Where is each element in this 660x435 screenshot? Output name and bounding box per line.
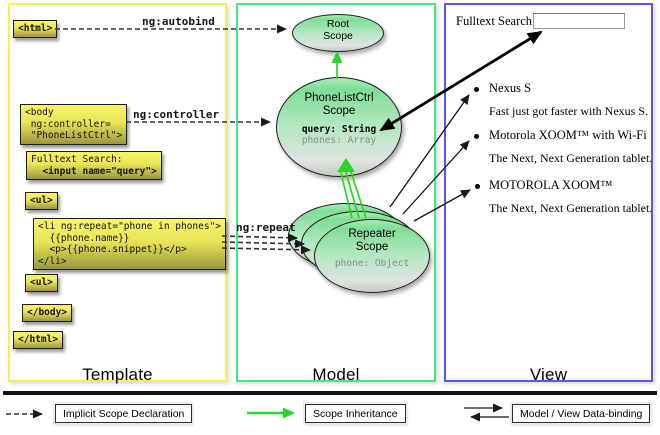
repeater-scope-name-2: Scope — [355, 241, 389, 253]
root-scope-name-2: Scope — [323, 30, 353, 42]
bullet-icon — [474, 134, 479, 139]
view-item-title: MOTOROLA XOOM™ — [489, 178, 613, 192]
view-item-title: Nexus S — [489, 81, 532, 95]
body-open-tag-box: <body ng:controller= "PhoneListCtrl"> — [20, 104, 128, 145]
legend-scope-inheritance-label: Scope Inheritance — [305, 404, 406, 423]
html-close-tag: </html> — [18, 334, 59, 345]
legend-divider — [3, 391, 657, 395]
li-repeat-line-1: <li ng:repeat="phone in phones"> — [38, 221, 222, 232]
body-close-tag: </body> — [27, 307, 68, 318]
phonelistctrl-scope-ellipse: PhoneListCtrl Scope query: String phones… — [276, 77, 402, 177]
html-open-tag-box: <html> — [13, 20, 58, 38]
li-repeat-line-3: <p>{{phone.snippet}}</p> — [38, 244, 187, 255]
ng-autobind-label: ng:autobind — [142, 15, 215, 28]
view-panel-label: View — [529, 365, 568, 384]
li-repeat-line-2: {{phone.name}} — [38, 232, 130, 244]
model-panel: Model — [236, 3, 436, 384]
phonelistctrl-scope-name-1: PhoneListCtrl — [304, 92, 374, 104]
bullet-icon — [475, 184, 480, 189]
view-item-desc: Fast just got faster with Nexus S. — [489, 104, 648, 118]
ul-open-tag: <ul> — [30, 195, 53, 206]
root-scope-ellipse: Root Scope — [292, 14, 384, 52]
html-close-tag-box: </html> — [13, 331, 64, 349]
phonelistctrl-scope-name-2: Scope — [322, 105, 356, 117]
ul-open-tag-box: <ul> — [25, 192, 58, 210]
phonelistctrl-query-prop: query: String — [301, 124, 377, 135]
view-search-label: Fulltext Search: — [456, 14, 536, 28]
template-panel-label: Template — [82, 365, 153, 384]
bullet-icon — [474, 87, 479, 92]
body-open-line-1: <body — [25, 107, 54, 118]
html-open-tag: <html> — [18, 23, 53, 34]
body-open-line-3: "PhoneListCtrl"> — [25, 130, 123, 141]
view-item-desc: The Next, Next Generation tablet. — [489, 151, 653, 165]
ul-close-tag-box: <ul> — [25, 274, 58, 292]
model-panel-label: Model — [312, 365, 360, 384]
fulltext-input-line: <input name="query"> — [31, 165, 157, 177]
body-open-line-2: ng:controller= — [25, 118, 111, 130]
root-scope-name-1: Root — [326, 18, 350, 30]
view-item-desc: The Next, Next Generation tablet. — [489, 201, 653, 215]
view-item-title: Motorola XOOM™ with Wi-Fi — [489, 128, 647, 142]
legend-data-binding-arrows — [464, 403, 509, 422]
li-repeat-line-4: </li> — [38, 255, 67, 267]
repeater-scope-ellipse-front: Repeater Scope phone: Object — [314, 219, 430, 293]
legend-data-binding-label: Model / View Data-binding — [512, 404, 651, 423]
search-input[interactable] — [533, 13, 625, 29]
phonelistctrl-phones-prop: phones: Array — [301, 135, 377, 146]
fulltext-label-line: Fulltext Search: — [31, 154, 123, 165]
ng-repeat-label: ng:repeat — [236, 221, 296, 234]
repeater-phone-prop: phone: Object — [334, 258, 410, 269]
ul-close-tag: <ul> — [30, 277, 53, 288]
repeater-scope-name-1: Repeater — [348, 228, 396, 240]
ng-controller-label: ng:controller — [133, 108, 220, 121]
li-repeat-box: <li ng:repeat="phone in phones"> {{phone… — [33, 218, 227, 270]
body-close-tag-box: </body> — [22, 304, 73, 322]
legend-implicit-scope-label: Implicit Scope Declaration — [55, 404, 193, 423]
fulltext-template-box: Fulltext Search: <input name="query"> — [26, 151, 162, 180]
